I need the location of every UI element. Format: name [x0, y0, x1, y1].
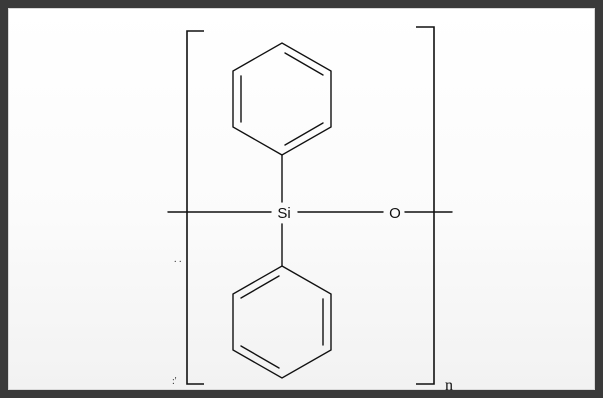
top-phenyl-ring [232, 42, 332, 156]
top-ring-double-bond-3 [284, 122, 324, 146]
diagram-panel [8, 8, 595, 390]
oxygen-atom-label: O [389, 205, 401, 222]
top-ring-outline [232, 42, 332, 156]
bottom-ring-outline [232, 265, 332, 379]
right-bracket [416, 26, 435, 385]
bottom-phenyl-ring [232, 265, 332, 379]
silicon-atom-label: Si [277, 205, 290, 222]
left-bracket [186, 30, 204, 385]
stray-marks-bottom: :' [172, 376, 177, 387]
bottom-ring-double-bond-2 [240, 275, 280, 299]
bottom-ring-double-bond-3 [240, 345, 280, 369]
repeat-unit-subscript: n [445, 377, 453, 394]
top-ring-double-bond-2 [284, 52, 324, 76]
stray-marks-middle: . . [174, 254, 182, 265]
